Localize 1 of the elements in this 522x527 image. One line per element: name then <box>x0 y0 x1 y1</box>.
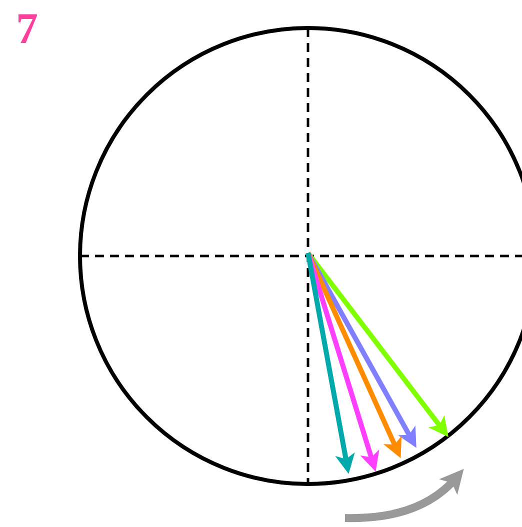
panel-number: 7 <box>16 4 38 54</box>
